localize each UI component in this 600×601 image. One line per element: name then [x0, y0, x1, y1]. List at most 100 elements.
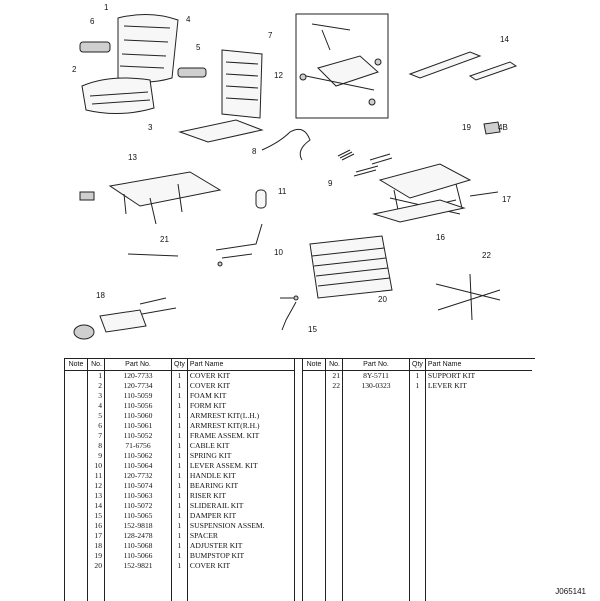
cell-no	[325, 561, 343, 571]
cell-part	[342, 531, 410, 541]
seat-frame	[178, 49, 264, 143]
cell-name: SPRING KIT	[187, 451, 295, 461]
cell-note	[302, 441, 326, 451]
cell-qty: 1	[409, 381, 426, 391]
cell-name	[425, 431, 532, 441]
header-note: Note	[302, 359, 326, 371]
cell-name: ARMREST KIT(L.H.)	[187, 411, 295, 421]
cell-qty	[171, 581, 188, 591]
cell-note	[302, 451, 326, 461]
cell-qty: 1	[171, 551, 188, 561]
table-row	[302, 571, 532, 581]
cell-qty: 1	[171, 471, 188, 481]
cell-part: 110-5056	[104, 401, 172, 411]
callout-label: 11	[278, 187, 287, 196]
callout-label: 10	[274, 248, 283, 257]
cell-note	[65, 541, 88, 551]
cell-name: LEVER KIT	[427, 381, 467, 390]
cell-qty: 1	[171, 481, 188, 491]
cell-qty: 1	[171, 431, 188, 441]
cell-name	[425, 421, 532, 431]
cell-name: FOAM KIT	[187, 391, 295, 401]
cell-no	[87, 571, 105, 581]
cell-part	[342, 441, 410, 451]
armrest-left	[79, 41, 111, 53]
table-row	[302, 561, 532, 571]
cell-no: 13	[87, 491, 105, 501]
cell-qty	[409, 421, 426, 431]
cell-name	[425, 411, 532, 421]
cell-note	[302, 411, 326, 421]
table-header-row: Note No. Part No. Qty Part Name	[65, 359, 295, 371]
cell-name	[425, 461, 532, 471]
cell-no: 11	[87, 471, 105, 481]
cell-name: COVER KIT	[187, 381, 295, 391]
cell-no	[325, 471, 343, 481]
cell-name	[425, 401, 532, 411]
callout-label: 14	[500, 35, 509, 44]
cell-no	[325, 411, 343, 421]
callout-label: 4B	[498, 123, 508, 132]
callout-label: 16	[436, 233, 445, 242]
cell-part: 110-5063	[104, 491, 172, 501]
cell-part	[342, 451, 410, 461]
cell-note	[65, 531, 88, 541]
table-row	[302, 541, 532, 551]
cell-qty	[409, 391, 426, 401]
cell-qty: 1	[171, 370, 188, 381]
cell-no	[325, 511, 343, 521]
suspension-cover	[309, 235, 393, 299]
cell-no: 12	[87, 481, 105, 491]
cell-name: ADJUSTER KIT	[187, 541, 295, 551]
cell-no	[325, 461, 343, 471]
callout-label: 1	[104, 3, 109, 12]
table-row	[65, 581, 295, 591]
cell-part	[342, 541, 410, 551]
callout-label: 5	[196, 43, 201, 52]
table-row	[302, 471, 532, 481]
table-row	[302, 441, 532, 451]
cell-name: DAMPER KIT	[187, 511, 295, 521]
cell-name	[425, 521, 532, 531]
cell-no	[325, 501, 343, 511]
bumpstop	[483, 121, 501, 135]
callout-label: 3	[148, 123, 153, 132]
cell-note	[65, 370, 88, 381]
cell-name: BUMPSTOP KIT	[187, 551, 295, 561]
cell-qty	[409, 441, 426, 451]
cell-name	[425, 551, 532, 561]
cell-no: 2	[87, 381, 105, 391]
cell-name: LEVER ASSEM. KIT	[187, 461, 295, 471]
cell-no: 15	[87, 511, 105, 521]
cell-note	[302, 381, 326, 391]
cell-name: CABLE KIT	[187, 441, 295, 451]
cell-no	[325, 551, 343, 561]
cell-qty: 1	[171, 421, 188, 431]
cell-name: SUPPORT KIT	[427, 371, 476, 380]
cell-part	[342, 431, 410, 441]
lever-kit	[435, 273, 501, 321]
exploded-parts-diagram: 1 2 3 4 5 6 7 8 9 10 11 12 13 14 15 16 1…	[72, 3, 518, 340]
cell-qty	[409, 571, 426, 581]
cell-part	[342, 501, 410, 511]
cell-no: 8	[87, 441, 105, 451]
cell-no: 1	[87, 370, 105, 381]
cell-qty: 1	[171, 451, 188, 461]
cell-part: 110-5066	[104, 551, 172, 561]
cell-qty: 1	[409, 370, 426, 381]
cell-qty	[409, 561, 426, 571]
cell-name	[425, 581, 532, 591]
cell-part: 110-5052	[104, 431, 172, 441]
cell-note	[65, 391, 88, 401]
cell-part	[104, 591, 172, 601]
cell-part: 71-6756	[104, 441, 172, 451]
table-row	[302, 511, 532, 521]
table-row	[302, 421, 532, 431]
cell-name	[425, 481, 532, 491]
cell-no: 7	[87, 431, 105, 441]
cell-name: RISER KIT	[187, 491, 295, 501]
